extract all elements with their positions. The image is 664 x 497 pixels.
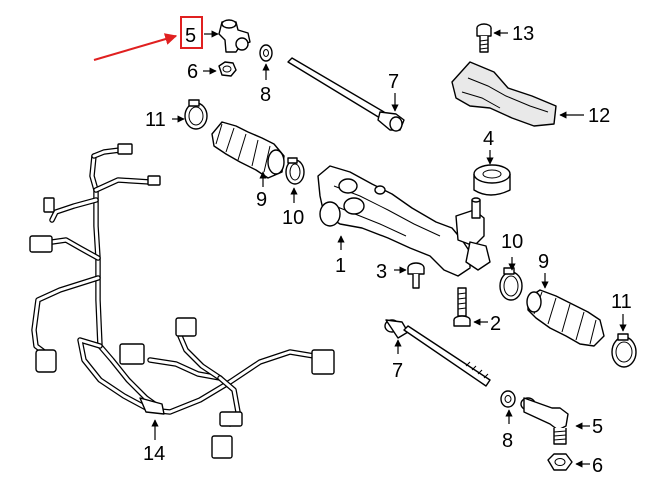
callout-14[interactable]: 14 <box>143 443 165 465</box>
callout-12[interactable]: 12 <box>588 105 610 127</box>
callout-1[interactable]: 1 <box>335 255 346 277</box>
boot-left[interactable] <box>211 121 285 179</box>
steering-rack-housing[interactable] <box>317 165 491 277</box>
callout-13[interactable]: 13 <box>512 23 534 45</box>
callout-3[interactable]: 3 <box>376 261 387 283</box>
washer-top[interactable] <box>259 44 273 62</box>
callout-10-right[interactable]: 10 <box>501 231 523 253</box>
callout-6-bottom[interactable]: 6 <box>592 455 603 477</box>
heat-shield[interactable] <box>451 61 557 127</box>
inner-tie-rod-top[interactable] <box>287 57 405 132</box>
mount-bushing[interactable] <box>473 164 511 196</box>
callout-8-bottom[interactable]: 8 <box>502 430 513 452</box>
clamp-right[interactable] <box>611 333 637 368</box>
tie-rod-end-top[interactable] <box>218 19 251 53</box>
clamp-left[interactable] <box>184 99 208 130</box>
callout-7-bottom[interactable]: 7 <box>392 360 403 382</box>
callout-2[interactable]: 2 <box>490 313 501 335</box>
nut-bottom[interactable] <box>547 453 573 471</box>
callout-10-left[interactable]: 10 <box>282 207 304 229</box>
tie-rod-end-bottom[interactable] <box>520 397 569 445</box>
bolt-13[interactable] <box>476 23 492 53</box>
callout-4[interactable]: 4 <box>483 128 494 150</box>
bolt-3[interactable] <box>407 262 425 289</box>
washer-bottom[interactable] <box>500 390 516 408</box>
bolt-2[interactable] <box>453 287 471 327</box>
wiring-harness[interactable] <box>29 143 335 459</box>
nut-top[interactable] <box>218 61 237 77</box>
callout-9-right[interactable]: 9 <box>538 251 549 273</box>
highlight-arrow <box>93 33 178 61</box>
highlight-box <box>180 16 203 49</box>
callout-5-bottom[interactable]: 5 <box>592 416 603 438</box>
inner-tie-rod-bottom[interactable] <box>384 319 491 387</box>
callout-11-left[interactable]: 11 <box>145 109 166 131</box>
boot-right[interactable] <box>526 289 605 347</box>
callout-7-top[interactable]: 7 <box>388 71 399 93</box>
callout-8-top[interactable]: 8 <box>260 84 271 106</box>
small-clamp-right[interactable] <box>499 267 523 301</box>
callout-5-top[interactable]: 5 <box>185 25 196 47</box>
callout-9-left[interactable]: 9 <box>256 189 267 211</box>
small-clamp-left[interactable] <box>285 157 305 185</box>
callout-6-top[interactable]: 6 <box>187 61 198 83</box>
callout-11-right[interactable]: 11 <box>611 291 632 313</box>
